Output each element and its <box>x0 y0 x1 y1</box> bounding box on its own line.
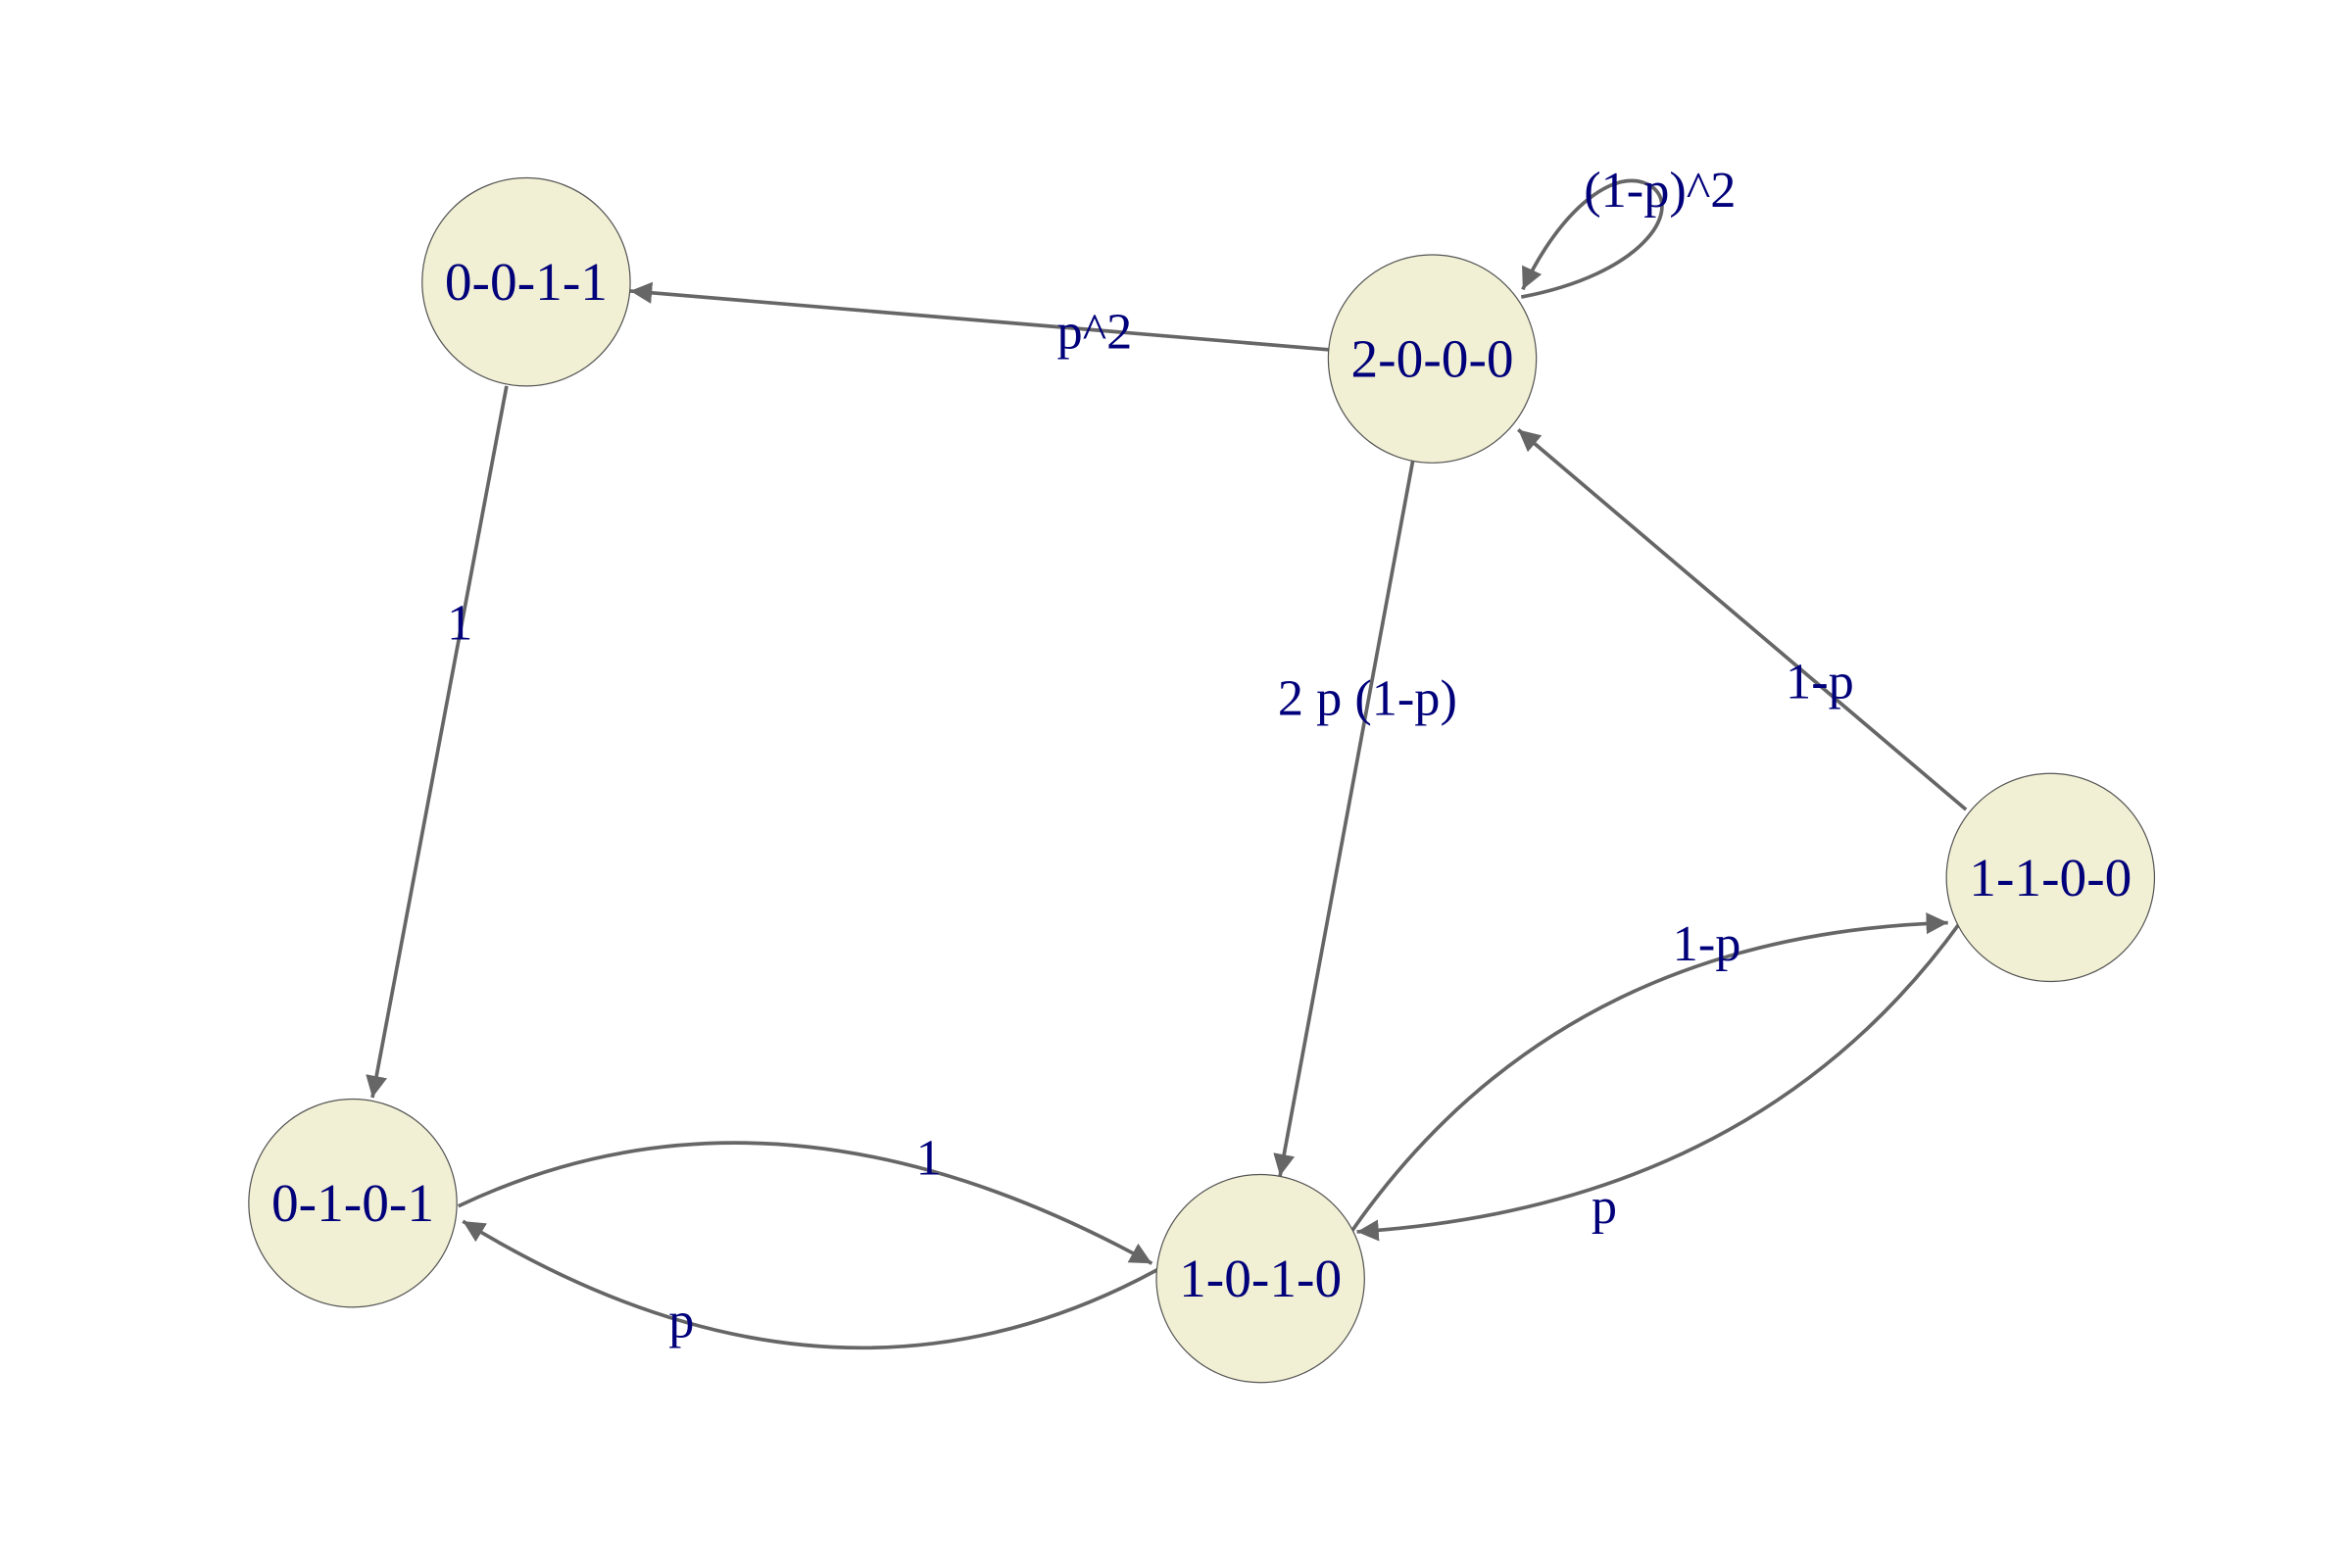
edge-1100-to-1010 <box>1356 921 1962 1242</box>
edge-label-1010-1100: 1-p <box>1673 915 1741 972</box>
node-label: 0-0-1-1 <box>445 252 608 312</box>
node-label: 2-0-0-0 <box>1350 329 1513 389</box>
edge-1100-to-2000 <box>1517 428 1968 811</box>
node-label: 1-1-0-0 <box>1969 848 2132 907</box>
node-label: 1-0-1-0 <box>1179 1249 1342 1308</box>
edge-label-2000-self: (1-p)^2 <box>1584 162 1736 219</box>
node-2-0-0-0[interactable]: 2-0-0-0 <box>1327 254 1538 464</box>
edge-2000-to-0011 <box>629 281 1331 352</box>
edge-0101-to-1010 <box>457 1141 1153 1265</box>
node-label: 0-1-0-1 <box>271 1173 434 1233</box>
edge-label-0011-0101: 1 <box>447 594 472 651</box>
edge-2000-to-1010 <box>1273 461 1415 1177</box>
node-0-0-1-1[interactable]: 0-0-1-1 <box>421 176 631 387</box>
edge-label-1100-2000: 1-p <box>1786 653 1854 710</box>
edge-0011-to-0101 <box>366 385 509 1099</box>
edge-1010-to-0101 <box>462 1219 1159 1350</box>
node-1-1-0-0[interactable]: 1-1-0-0 <box>1945 772 2156 983</box>
edge-2000-self-loop <box>1520 178 1664 299</box>
edge-label-2000-1010: 2 p (1-p) <box>1278 669 1457 726</box>
edge-label-2000-0011: p^2 <box>1057 303 1133 360</box>
node-0-1-0-1[interactable]: 0-1-0-1 <box>248 1098 458 1308</box>
edge-label-1100-1010: p <box>1592 1178 1617 1235</box>
edge-label-1010-0101: p <box>668 1293 694 1349</box>
node-1-0-1-0[interactable]: 1-0-1-0 <box>1155 1173 1365 1384</box>
edge-1010-to-1100 <box>1350 912 1948 1232</box>
edge-label-0101-1010: 1 <box>916 1130 942 1187</box>
